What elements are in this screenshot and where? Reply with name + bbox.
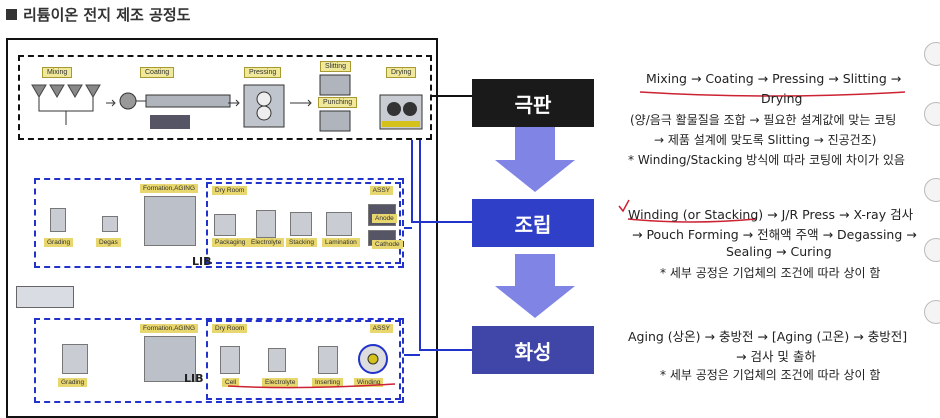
title-bullet-icon (6, 9, 17, 20)
step-formation-block: 화성 (472, 326, 594, 374)
step-lower-electrolyte: Electrolyte (262, 378, 299, 387)
upper-formation-label: Formation,AGING (140, 184, 199, 193)
label-punching: Punching (318, 97, 358, 108)
upper-formation-rack-icon (144, 196, 196, 246)
upper-dryroom-label: Dry Room (212, 186, 248, 195)
electrolyte-machine-icon (256, 210, 276, 238)
assembly-desc-line1: Winding (or Stacking) → J/R Press → X-ra… (628, 207, 914, 222)
assembly-desc-line4: * 세부 공정은 기업체의 조건에 따라 상이 함 (660, 266, 881, 280)
drying-machine-icon (379, 94, 423, 130)
label-coating: Coating (140, 67, 175, 78)
electrode-desc-line3: (양/음극 활물질을 조합 → 필요한 설계값에 맞는 코팅 (630, 113, 897, 127)
electrode-desc-line4: → 제품 설계에 맞도록 Slitting → 진공건조) (654, 133, 877, 147)
page-title: 리튬이온 전지 제조 공정도 (6, 4, 190, 25)
step-winding: Winding (354, 378, 384, 387)
slitting-machine-icon (319, 74, 351, 96)
upper-assy-box: Dry Room ASSY Packaging Electrolyte Stac… (206, 182, 403, 264)
formation-desc-line1: Aging (상온) → 충방전 → [Aging (고온) → 충방전] (628, 329, 908, 344)
upper-lib-label: LIB (192, 255, 212, 268)
lower-assy-box: Dry Room ASSY Cell Electrolyte Inserting… (206, 320, 401, 400)
step-packaging: Packaging (212, 238, 249, 247)
upper-formation-box (34, 178, 404, 268)
edge-circle-icon (924, 102, 940, 126)
assembly-desc-line2: → Pouch Forming → 전해액 주액 → Degassing → (632, 227, 917, 242)
stacking-machine-icon (290, 212, 312, 236)
coating-machine-icon (119, 92, 231, 129)
connector-lines (227, 91, 906, 389)
step-cell: Cell (222, 378, 240, 387)
formation-desc-line3: * 세부 공정은 기업체의 조건에 따라 상이 함 (660, 368, 881, 382)
edge-circle-icon (924, 238, 940, 262)
step-electrolyte: Electrolyte (248, 238, 285, 247)
step-electrode-block: 극판 (472, 79, 594, 127)
lower-assy-label: ASSY (369, 324, 393, 333)
lower-grading-icon (62, 344, 88, 374)
label-slitting: Slitting (320, 61, 352, 72)
electrode-desc-line5: * Winding/Stacking 방식에 따라 코팅에 차이가 있음 (628, 153, 905, 167)
lower-formation-rack-icon (144, 336, 196, 382)
title-text: 리튬이온 전지 제조 공정도 (23, 6, 191, 24)
lower-formation-box (34, 318, 404, 403)
lower-dryroom-label: Dry Room (212, 324, 248, 333)
step-inserting: Inserting (312, 378, 343, 387)
inserting-icon (318, 346, 338, 374)
flow-arrows-icon (106, 99, 312, 107)
step-assembly-block: 조립 (472, 199, 594, 247)
label-mixing: Mixing (42, 67, 73, 78)
degas-icon (102, 216, 118, 232)
edge-circle-icon (924, 300, 940, 324)
lower-grading-label: Grading (58, 378, 88, 387)
lower-electrolyte-icon (268, 348, 286, 372)
electrode-desc-line2: Drying (761, 91, 803, 106)
electrode-process-box: Mixing Coating Pressing Slitting Punchin… (18, 55, 432, 140)
edge-circle-icon (924, 178, 940, 202)
upper-grading-icon (50, 208, 66, 232)
degas-label: Degas (96, 238, 121, 247)
upper-grading-label: Grading (44, 238, 74, 247)
packaging-machine-icon (214, 214, 236, 236)
pressing-machine-icon (243, 84, 285, 128)
upper-assy-label: ASSY (369, 186, 393, 195)
step-anode: Anode (372, 214, 397, 223)
edge-circle-icon (924, 42, 940, 66)
assembly-desc-line3: Sealing → Curing (726, 244, 832, 259)
winding-icon (358, 344, 388, 374)
step-lamination: Lamination (322, 238, 360, 247)
formation-desc-line2: → 검사 및 출하 (736, 349, 816, 364)
step-stacking: Stacking (286, 238, 317, 247)
mixing-tanks-icon (31, 84, 101, 125)
packing-box (16, 286, 74, 308)
lower-formation-label: Formation,AGING (140, 324, 199, 333)
down-arrow-icon (495, 126, 575, 318)
cell-icon (220, 346, 240, 374)
lower-lib-label: LIB (184, 372, 204, 385)
lamination-machine-icon (326, 212, 352, 236)
label-drying: Drying (386, 67, 417, 78)
label-pressing: Pressing (244, 67, 282, 78)
step-cathode: Cathode (372, 240, 403, 249)
punching-machine-icon (319, 110, 351, 132)
electrode-desc-line1: Mixing → Coating → Pressing → Slitting → (646, 71, 902, 86)
